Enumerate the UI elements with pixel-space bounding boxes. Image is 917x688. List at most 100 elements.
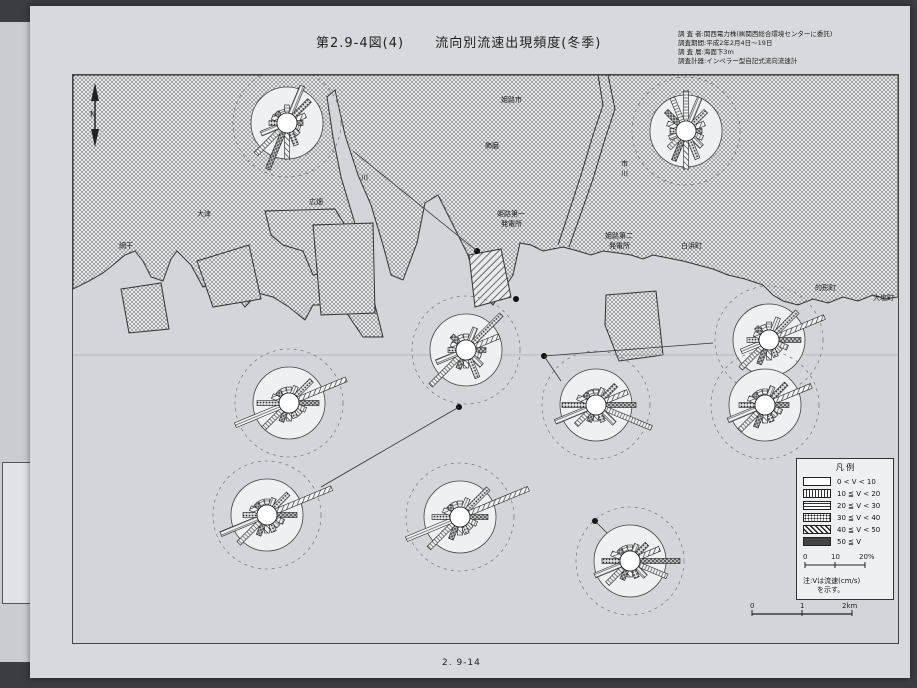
place-label: 的形町 [815,284,836,292]
place-label: 川 [361,174,368,182]
rose-bar [256,400,280,406]
legend-label: 30 ≦ V < 40 [837,513,881,522]
legend-row: 40 ≦ V < 50 [803,525,880,534]
rose-bar [298,400,320,406]
survey-row: 調 査 層:海面下3m [678,48,734,56]
legend-box: 凡 例 0 < V < 10 10 ≦ V < 20 20 ≦ V < 30 3… [796,458,894,600]
legend-label: 0 < V < 10 [837,477,876,486]
distance-tick: 2km [842,602,858,610]
legend-swatch [803,513,831,522]
river-line [568,75,616,248]
scale-tick-label: 20% [859,553,875,561]
rose-hub [278,392,300,414]
current-rose [541,350,653,460]
legend-swatch [803,525,831,534]
place-label: 白浜町 [681,242,702,250]
north-arrow: N [90,83,99,147]
map-drawing: N [73,75,898,643]
rose-outer-ring [710,350,820,460]
island-plant2 [604,290,664,362]
place-label: 発電所 [501,220,522,228]
legend-label: 10 ≦ V < 20 [837,489,881,498]
station-markers [320,150,714,546]
legend-label: 20 ≦ V < 30 [837,501,881,510]
rose-bar [601,558,621,564]
place-label: 広畑 [309,198,323,206]
current-rose [212,460,334,570]
leader-line [320,406,460,488]
rose-bar [738,402,756,408]
rose-hub [276,112,298,134]
rose-bar [683,90,689,122]
left-page-legend-fragment [2,462,32,604]
survey-row: 調査計器:インペラー型自記式流向流速計 [678,57,798,65]
rose-outer-ring [232,75,342,178]
rose-bar [276,512,298,518]
rose-outer-ring [631,76,741,186]
legend-row: 0 < V < 10 [803,477,876,486]
rose-outer-ring [234,348,344,458]
legend-percent-scale: 0 10 20% [803,553,875,568]
distance-tick: 0 [750,602,754,610]
distance-tick: 1 [800,602,804,610]
leader-line [543,342,714,357]
place-label: 姫路第二 [605,232,633,240]
place-label: 姫路第一 [497,210,525,218]
river-line [557,75,604,246]
rose-bar [683,140,689,170]
rose-bar [284,132,290,160]
place-label: 大津 [197,210,211,218]
scale-tick-label: 10 [831,553,840,561]
rose-outer-ring [411,295,521,405]
legend-label: 50 ≦ V [837,537,862,546]
rose-bar [639,558,681,564]
current-rose [714,285,826,395]
place-label: 発電所 [609,242,630,250]
island-aboshi [120,282,170,334]
leader-line [352,150,478,252]
station-point [513,296,519,302]
place-label: 飾磨 [485,142,499,150]
legend-swatch [803,501,831,510]
rose-hub [256,504,278,526]
current-rose [710,350,820,460]
current-rose [405,462,530,572]
page-number: 2. 9-14 [442,658,481,668]
legend-label: 40 ≦ V < 50 [837,525,881,534]
place-label: 大塩町 [873,294,894,302]
legend-note-line: を示す。 [817,586,845,594]
distance-scale: 0 1 2km [750,602,858,616]
rose-hub [455,339,477,361]
rose-hub [675,120,697,142]
island-pier-1 [312,222,376,316]
figure-name: 流向別流速出現頻度(冬季) [435,36,602,51]
rose-hub [754,394,776,416]
legend-row: 30 ≦ V < 40 [803,513,880,522]
legend-note: 注:Vは流速(cm/s) を示す。 [803,577,889,595]
rose-bar [469,514,489,520]
place-label: 市 川 [621,160,628,178]
rose-outer-ring [541,350,651,460]
legend-row: 20 ≦ V < 30 [803,501,880,510]
rose-bar [431,514,451,520]
rose-outer-ring [575,506,685,616]
rose-bar [746,337,760,343]
island-pier-2 [196,244,262,308]
legend-row: 10 ≦ V < 20 [803,489,880,498]
legend-swatch [803,489,831,498]
rose-hub [449,506,471,528]
current-rose [631,76,741,186]
place-label: 姫路市 [501,96,522,104]
north-label: N [90,110,96,119]
current-rose [411,295,521,405]
rose-outer-ring [212,460,322,570]
current-rose-group [212,75,826,616]
legend-note-line: 注:Vは流速(cm/s) [803,577,861,585]
current-rose [232,75,342,178]
rose-bar [778,337,802,343]
legend-row: 50 ≦ V [803,537,861,546]
plant1-hatched-area [468,248,512,308]
survey-row: 調査期間:平成2年2月4日〜19日 [678,39,773,47]
figure-number: 第2.9-4図(4) [316,36,405,51]
legend-title: 凡 例 [835,463,855,472]
